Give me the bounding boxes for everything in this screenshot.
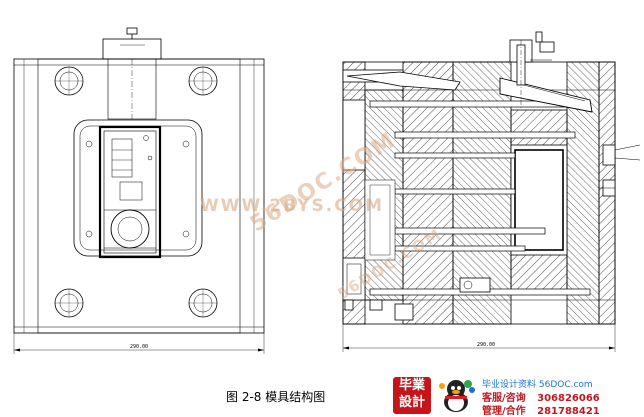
- manage-number[interactable]: 281788421: [537, 406, 600, 417]
- service-number[interactable]: 306826066: [537, 393, 600, 404]
- right-view: [342, 31, 641, 352]
- guide-pillar-top-right: [188, 66, 218, 96]
- guide-pillar-bottom-right: [188, 288, 218, 318]
- brand-seal: 毕業設計: [393, 377, 431, 414]
- brand-tagline: 毕业设计资料 56DOC.com: [482, 380, 593, 390]
- guide-pillar-bottom-left: [54, 288, 84, 318]
- watermark-2: WWW.2BYS.COM: [200, 196, 385, 216]
- qq-penguin-icon: [439, 380, 475, 412]
- left-view: [13, 27, 265, 354]
- manage-row: 管理/合作 281788421: [482, 402, 600, 417]
- service-label: 客服/咨询: [482, 393, 526, 404]
- left-dimension-text: 290.00: [130, 344, 148, 350]
- guide-pillar-top-left: [54, 66, 84, 96]
- manage-label: 管理/合作: [482, 406, 526, 417]
- figure-caption: 图 2-8 模具结构图: [226, 390, 326, 404]
- right-dimension-text: 290.00: [477, 342, 495, 348]
- service-row: 客服/咨询 306826066: [482, 389, 600, 404]
